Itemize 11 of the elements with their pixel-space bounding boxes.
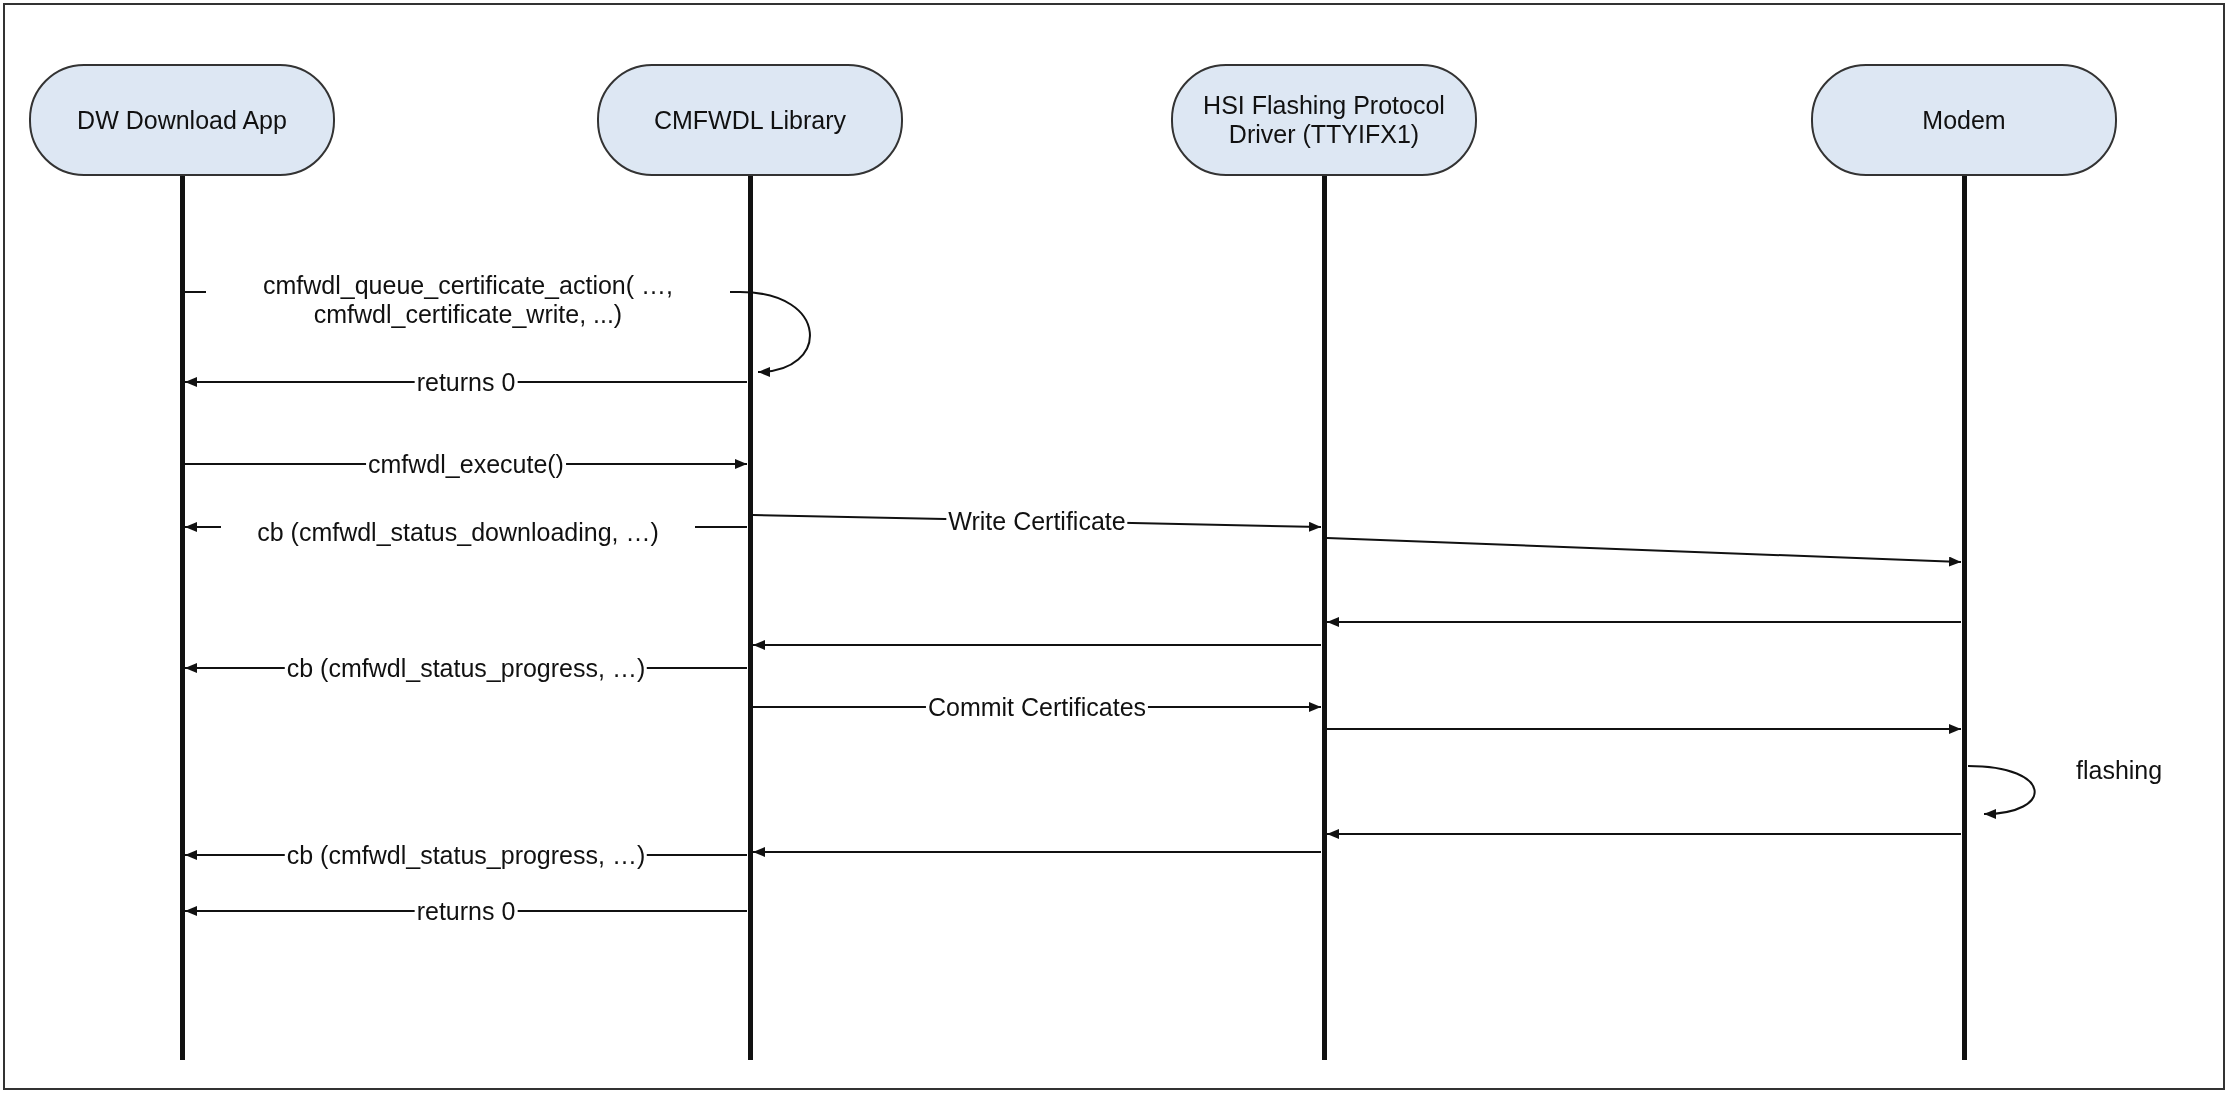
message-arrow xyxy=(1326,617,1962,627)
lifeline-head: Modem xyxy=(1811,64,2117,176)
message-arrow xyxy=(1326,537,1962,567)
message-arrow xyxy=(752,847,1322,857)
lifeline-head: HSI Flashing Protocol Driver (TTYIFX1) xyxy=(1171,64,1477,176)
lifeline-head: DW Download App xyxy=(29,64,335,176)
message-arrow xyxy=(1326,724,1962,734)
message-arrow xyxy=(1967,765,2036,819)
message-arrow xyxy=(1326,829,1962,839)
lifeline-head: CMFWDL Library xyxy=(597,64,903,176)
message-arrow xyxy=(752,640,1322,650)
